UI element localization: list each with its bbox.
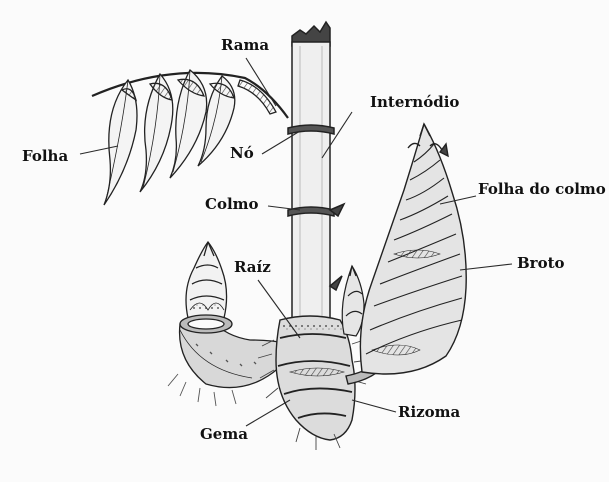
label-internodio: Internódio bbox=[370, 95, 459, 110]
small-bud bbox=[342, 266, 364, 336]
label-gema: Gema bbox=[200, 427, 248, 442]
left-shoot bbox=[168, 242, 290, 406]
leader-gema bbox=[246, 400, 290, 426]
shoot-broto bbox=[360, 124, 466, 374]
leader-broto bbox=[460, 264, 512, 270]
label-raiz: Raíz bbox=[234, 260, 271, 275]
leaf-cluster bbox=[92, 70, 288, 205]
leader-rizoma bbox=[352, 400, 396, 412]
label-rama: Rama bbox=[221, 38, 269, 53]
label-broto: Broto bbox=[517, 256, 565, 271]
label-colmo: Colmo bbox=[205, 197, 259, 212]
label-no: Nó bbox=[230, 146, 254, 161]
culm bbox=[288, 22, 344, 332]
label-rizoma: Rizoma bbox=[398, 405, 460, 420]
label-folha-do-colmo: Folha do colmo bbox=[478, 182, 606, 197]
label-folha: Folha bbox=[22, 149, 68, 164]
